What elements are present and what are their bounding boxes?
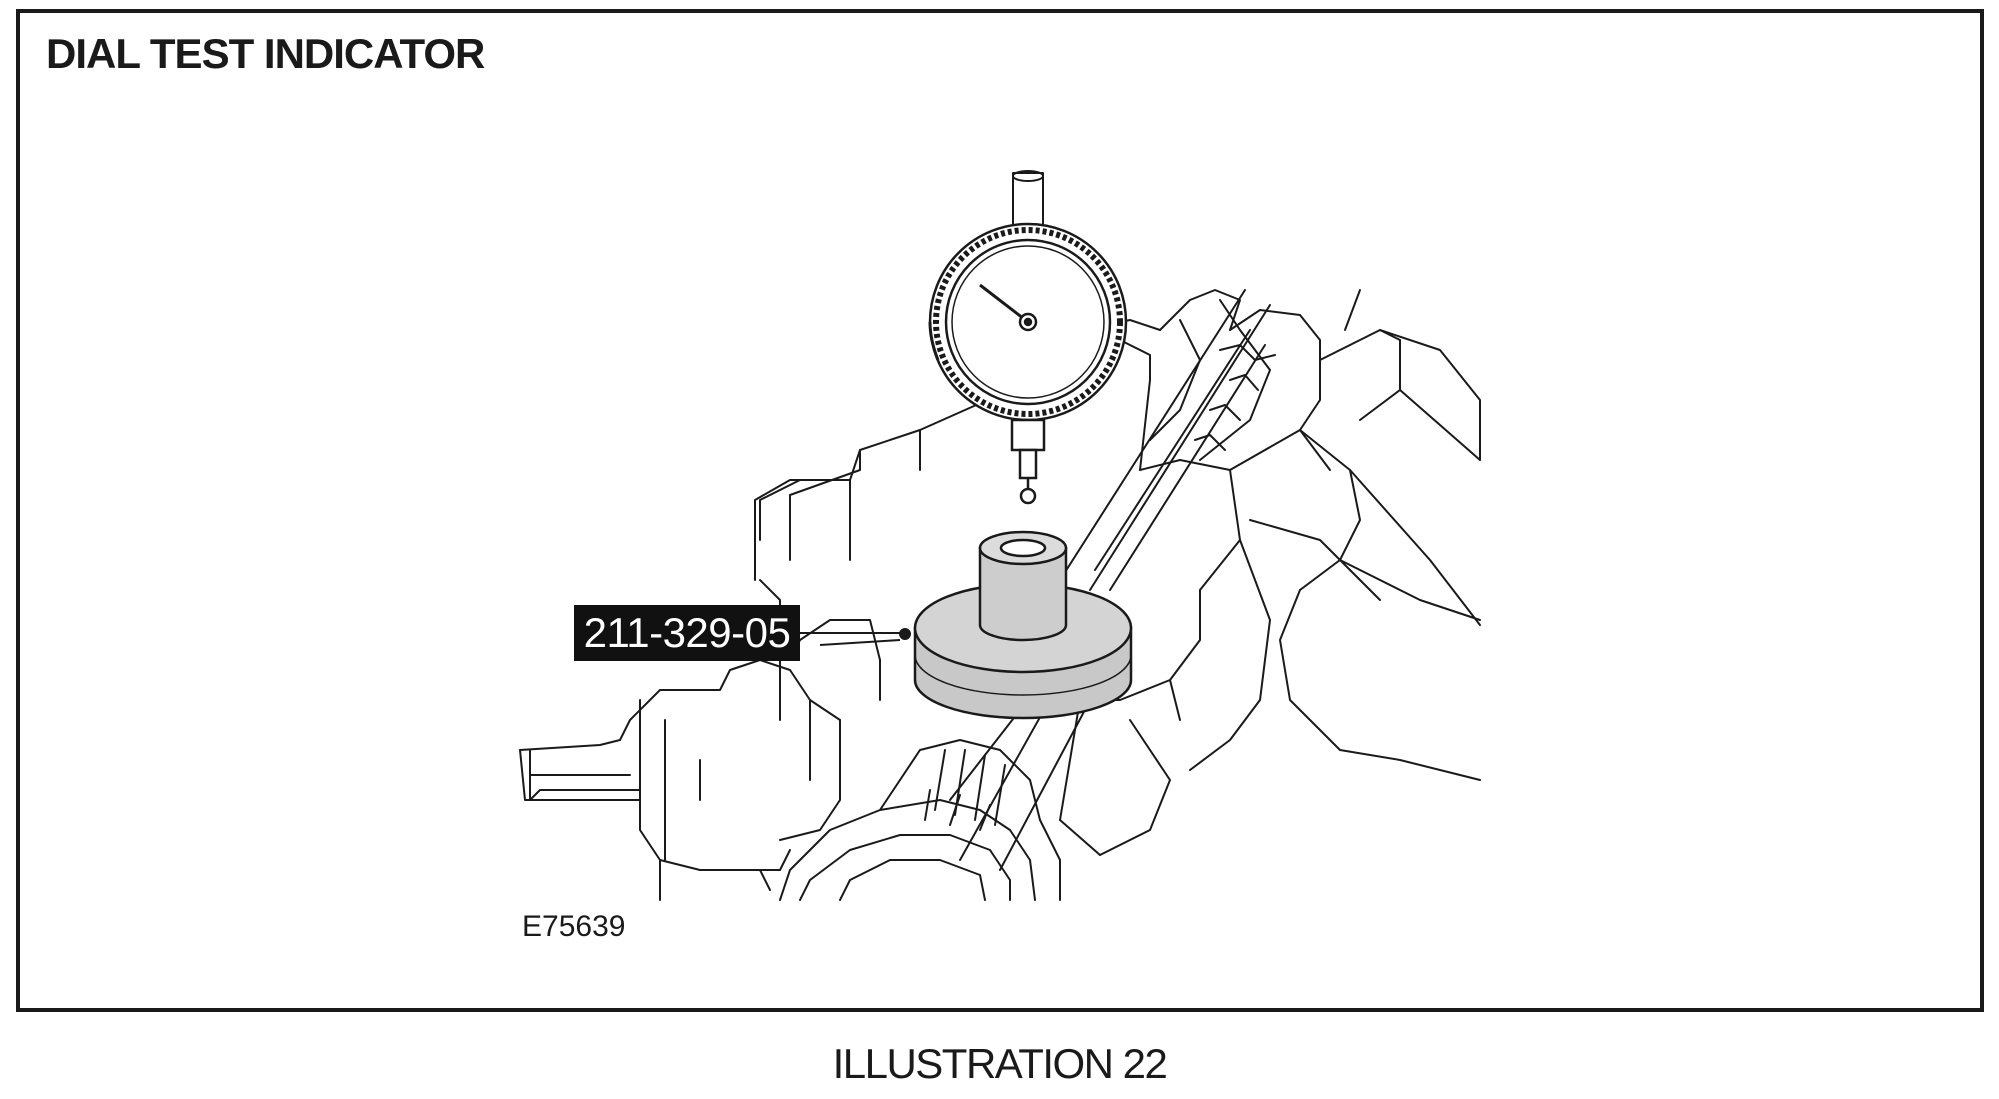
special-tool-adapter (913, 530, 1133, 720)
page-title: DIAL TEST INDICATOR (46, 30, 485, 77)
lower-housing-outline (519, 479, 881, 901)
figure-frame (16, 9, 1984, 1012)
dial-indicator-gauge (928, 222, 1128, 422)
leader-line (800, 628, 911, 646)
dial-probe (1010, 418, 1046, 505)
input-shaft-splines (779, 739, 1061, 901)
figure-id: E75639 (522, 910, 626, 943)
steering-housing-outline (754, 289, 1481, 856)
left-stub-shaft (529, 749, 641, 801)
illustration-caption: ILLUSTRATION 22 (832, 1040, 1168, 1087)
tool-part-number-label: 211-329-05 (574, 605, 800, 661)
